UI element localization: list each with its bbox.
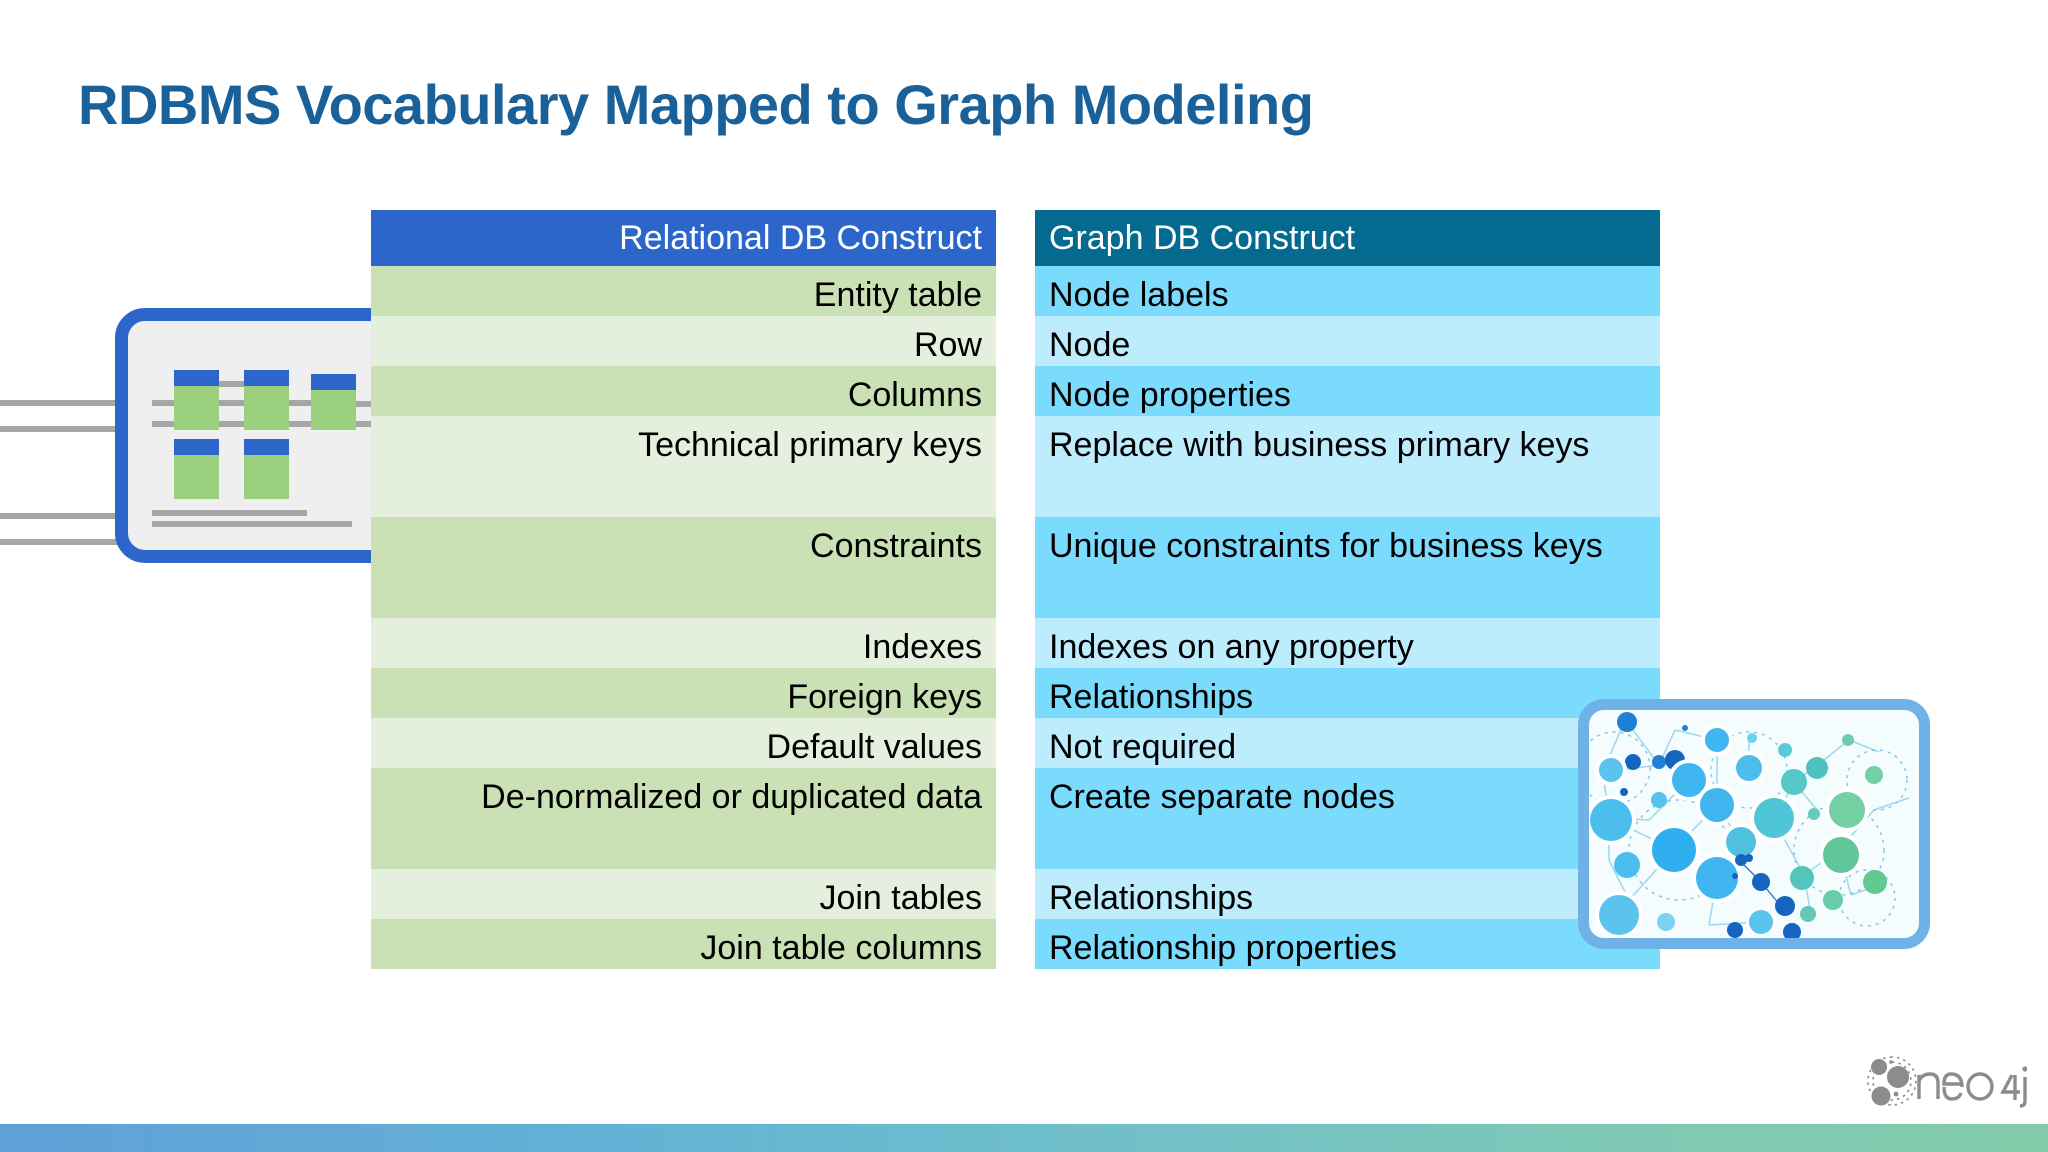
relational-cell: Entity table — [371, 266, 996, 316]
table-link-wire — [152, 400, 332, 406]
mini-table — [311, 374, 356, 430]
table-link-wire — [152, 510, 307, 516]
graph-cell: Relationships — [1035, 869, 1660, 919]
graph-network-svg — [1589, 712, 1910, 938]
graph-cell: Node — [1035, 316, 1660, 366]
relational-cell: Technical primary keys — [371, 416, 996, 517]
graph-cell: Create separate nodes — [1035, 768, 1660, 869]
neo4j-logo-svg — [1867, 1056, 2028, 1108]
graph-network-diagram — [1578, 699, 1930, 949]
graph-cell: Not required — [1035, 718, 1660, 768]
graph-column-header: Graph DB Construct — [1035, 210, 1660, 266]
relational-cell: Indexes — [371, 618, 996, 668]
relational-cell: Columns — [371, 366, 996, 416]
page-title: RDBMS Vocabulary Mapped to Graph Modelin… — [78, 73, 1314, 136]
graph-cell: Node properties — [1035, 366, 1660, 416]
relational-cell: Join tables — [371, 869, 996, 919]
relational-column-header: Relational DB Construct — [371, 210, 996, 266]
mini-table — [244, 439, 289, 499]
relational-cell: Join table columns — [371, 919, 996, 969]
graph-cell: Relationship properties — [1035, 919, 1660, 969]
mini-table — [174, 370, 219, 430]
neo4j-logo — [1862, 1053, 2028, 1109]
mini-table — [244, 370, 289, 430]
mini-table — [174, 439, 219, 499]
graph-cell: Relationships — [1035, 668, 1660, 718]
graph-cell: Replace with business primary keys — [1035, 416, 1660, 517]
graph-cell: Indexes on any property — [1035, 618, 1660, 668]
graph-cell: Node labels — [1035, 266, 1660, 316]
relational-cell: Default values — [371, 718, 996, 768]
relational-cell: Foreign keys — [371, 668, 996, 718]
table-link-wire — [152, 521, 352, 527]
relational-cell: De-normalized or duplicated data — [371, 768, 996, 869]
graph-cell: Unique constraints for business keys — [1035, 517, 1660, 618]
relational-cell: Row — [371, 316, 996, 366]
table-link-wire — [174, 381, 274, 387]
footer-gradient-bar — [0, 1124, 2048, 1152]
relational-cell: Constraints — [371, 517, 996, 618]
